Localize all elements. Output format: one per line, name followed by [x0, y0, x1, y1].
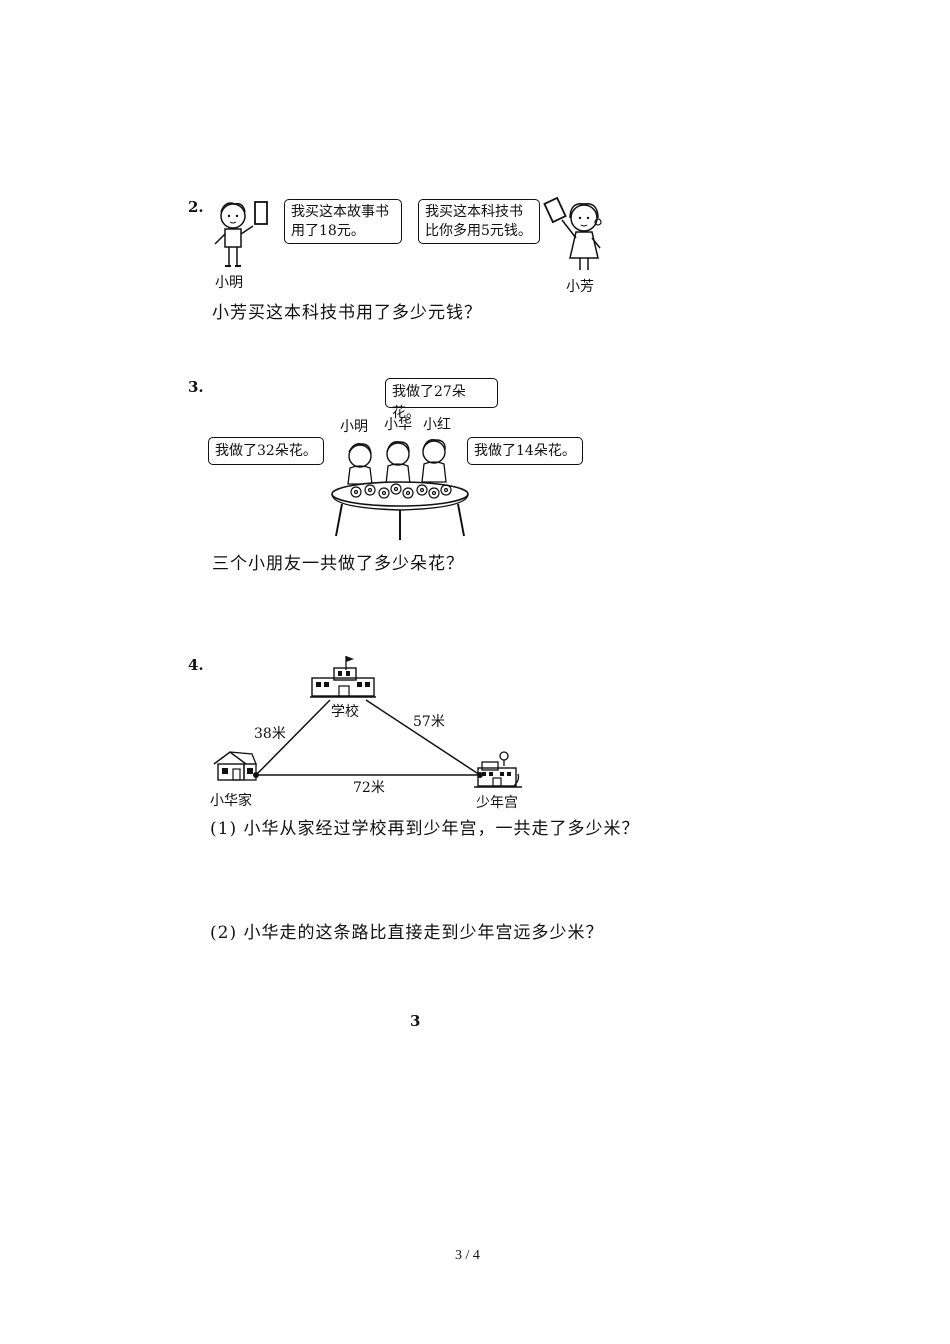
q3-name-xiaohong: 小红 — [423, 417, 451, 433]
q3-top-speech-text: 我做了27朵花。 — [392, 384, 466, 421]
pdf-pager: 3 / 4 — [455, 1248, 480, 1263]
q4-subquestion-1: (1) 小华从家经过学校再到少年宫，一共走了多少米？ — [210, 819, 640, 839]
q4-home-label: 小华家 — [210, 793, 252, 809]
home-house-icon — [213, 751, 257, 781]
printed-page-number: 3 — [410, 1012, 421, 1030]
school-building-icon — [310, 656, 376, 698]
q2-left-speech-line1: 我买这本故事书 — [291, 204, 389, 220]
q2-number: 2. — [188, 198, 204, 216]
girl-xiaofang-illustration — [543, 196, 602, 270]
q3-left-speech-bubble: 我做了32朵花。 — [208, 437, 324, 465]
q4-number: 4. — [188, 656, 204, 674]
q3-name-xiaohua: 小华 — [384, 417, 412, 433]
q2-left-name: 小明 — [215, 275, 243, 291]
q4-palace-label: 少年宫 — [476, 795, 518, 811]
youth-palace-building-icon — [474, 751, 522, 788]
q3-question: 三个小朋友一共做了多少朵花？ — [212, 554, 464, 574]
route-triangle-diagram — [253, 699, 483, 778]
boy-xiaoming-illustration — [214, 201, 268, 267]
q2-question: 小芳买这本科技书用了多少元钱？ — [212, 303, 482, 323]
q2-left-speech-line2: 用了18元。 — [291, 223, 365, 239]
q3-right-speech-text: 我做了14朵花。 — [474, 443, 576, 459]
q4-distance-school-palace: 57米 — [413, 714, 445, 730]
q3-name-xiaoming: 小明 — [340, 419, 368, 435]
q3-left-speech-text: 我做了32朵花。 — [215, 443, 317, 459]
q2-right-name: 小芳 — [566, 279, 594, 295]
q2-right-speech-bubble: 我买这本科技书 比你多用5元钱。 — [418, 199, 540, 244]
children-making-flowers-illustration — [331, 439, 469, 540]
q2-left-speech-bubble: 我买这本故事书 用了18元。 — [284, 199, 402, 244]
q4-school-label: 学校 — [331, 704, 359, 720]
q4-distance-home-school: 38米 — [254, 726, 286, 742]
q2-right-speech-line2: 比你多用5元钱。 — [425, 223, 532, 239]
q3-number: 3. — [188, 378, 204, 396]
q4-distance-home-palace: 72米 — [353, 780, 385, 796]
q4-subquestion-2: (2) 小华走的这条路比直接走到少年宫远多少米？ — [210, 923, 604, 943]
q3-top-speech-bubble: 我做了27朵花。 — [385, 378, 498, 421]
q2-right-speech-line1: 我买这本科技书 — [425, 204, 523, 220]
q3-right-speech-bubble: 我做了14朵花。 — [467, 437, 583, 465]
